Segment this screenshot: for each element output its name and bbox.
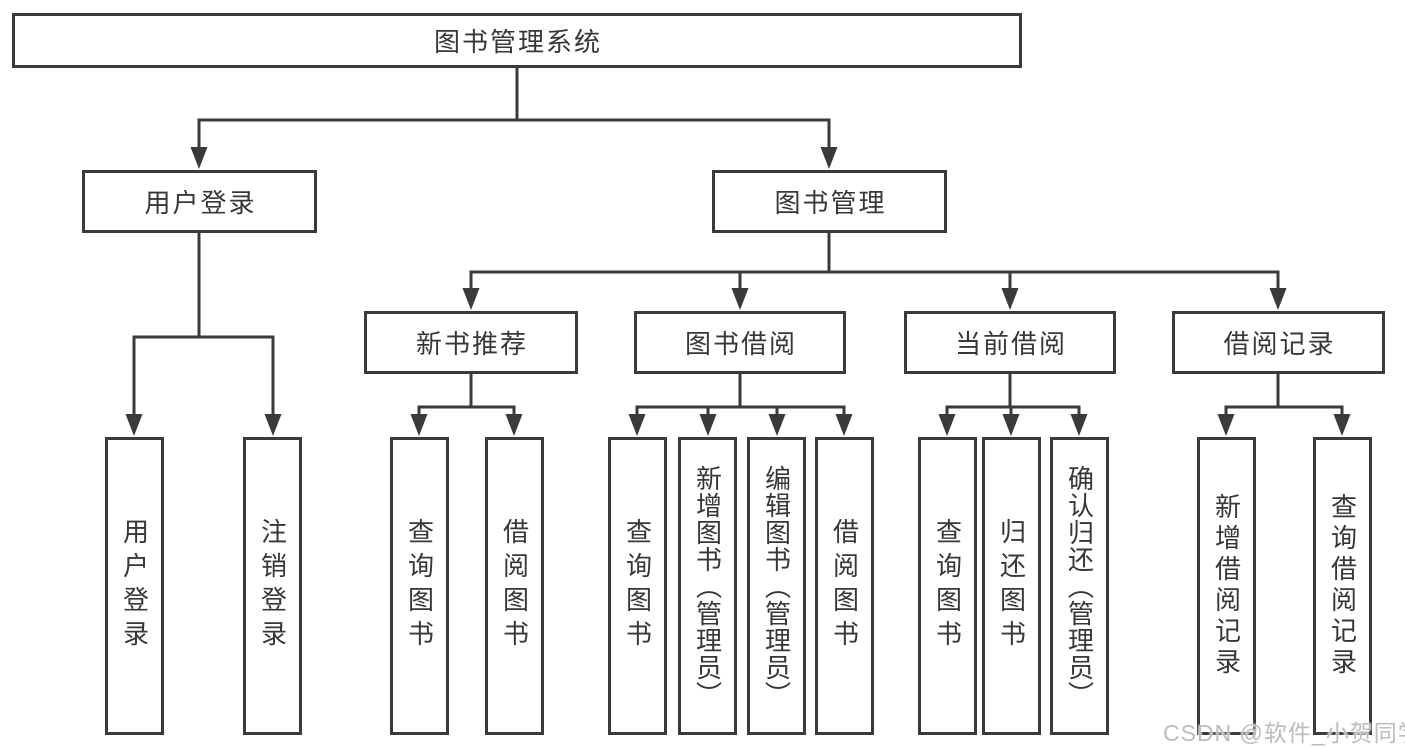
arrowhead-leaf-br-add <box>1217 414 1235 436</box>
arrowhead-leaf-bb-edit <box>768 414 786 436</box>
arrowhead-leaf-bb-borrow <box>835 414 853 436</box>
arrowhead-newbook <box>462 288 480 310</box>
leaf-borrow-add-books-admin-label: 新增图书（管理员） <box>692 464 723 708</box>
leaf-newbook-query-books-label: 查询图书 <box>404 518 435 654</box>
connector-root-split <box>197 68 831 150</box>
leaf-current-query-books-label: 查询图书 <box>932 518 963 654</box>
leaf-borrow-borrow-books-label: 借阅图书 <box>829 518 860 654</box>
arrowhead-leaf-cb-return <box>1002 414 1020 436</box>
node-user-login-label: 用户登录 <box>144 188 257 218</box>
leaf-user-login-label: 用户登录 <box>119 518 150 654</box>
node-user-login: 用户登录 <box>82 170 317 233</box>
leaf-newbook-borrow-books-label: 借阅图书 <box>499 518 530 654</box>
leaf-borrow-edit-books-admin-label: 编辑图书（管理员） <box>761 464 792 708</box>
connector-login-split <box>132 231 275 416</box>
arrowhead-leaf-nb-borrow <box>505 414 523 436</box>
arrowhead-leaf-bb-add <box>699 414 717 436</box>
arrowhead-borrow <box>731 288 749 310</box>
arrowhead-leaf-bb-query <box>628 414 646 436</box>
node-book-management: 图书管理 <box>712 170 947 233</box>
leaf-current-return-books-label: 归还图书 <box>996 518 1027 654</box>
leaf-borrow-query-books: 查询图书 <box>608 437 667 735</box>
arrowhead-book-mgmt <box>820 147 838 169</box>
arrowhead-leaf-login <box>125 414 143 436</box>
leaf-user-login: 用户登录 <box>105 437 164 735</box>
leaf-borrow-add-books-admin: 新增图书（管理员） <box>678 437 737 735</box>
leaf-records-query-record-label: 查询借阅记录 <box>1327 493 1358 679</box>
leaf-records-add-record-label: 新增借阅记录 <box>1211 493 1242 679</box>
leaf-newbook-borrow-books: 借阅图书 <box>485 437 544 735</box>
leaf-current-return-books: 归还图书 <box>982 437 1041 735</box>
arrowhead-leaf-cb-confirm <box>1070 414 1088 436</box>
leaf-borrow-query-books-label: 查询图书 <box>622 518 653 654</box>
arrowhead-records <box>1269 288 1287 310</box>
leaf-borrow-edit-books-admin: 编辑图书（管理员） <box>747 437 806 735</box>
node-current-borrowing-label: 当前借阅 <box>954 329 1067 359</box>
connector-records-split <box>1224 372 1344 416</box>
arrowhead-current <box>1001 288 1019 310</box>
node-book-borrowing-label: 图书借阅 <box>684 329 797 359</box>
arrowhead-leaf-nb-query <box>410 414 428 436</box>
node-new-book-recommend: 新书推荐 <box>364 311 578 374</box>
arrowhead-user-login <box>190 147 208 169</box>
leaf-current-confirm-return-admin: 确认归还（管理员） <box>1050 437 1109 735</box>
leaf-borrow-borrow-books: 借阅图书 <box>815 437 874 735</box>
connector-current-split <box>945 372 1081 416</box>
node-new-book-recommend-label: 新书推荐 <box>415 329 528 359</box>
node-book-management-label: 图书管理 <box>774 188 887 218</box>
arrowhead-leaf-logout <box>264 414 282 436</box>
leaf-logout: 注销登录 <box>243 437 302 735</box>
node-book-borrowing: 图书借阅 <box>634 311 846 374</box>
arrowhead-leaf-br-query <box>1333 414 1351 436</box>
connector-borrow-split <box>635 372 846 416</box>
node-root-label: 图书管理系统 <box>433 27 602 57</box>
leaf-records-add-record: 新增借阅记录 <box>1197 437 1256 735</box>
node-root-system: 图书管理系统 <box>12 13 1022 68</box>
leaf-records-query-record: 查询借阅记录 <box>1313 437 1372 735</box>
leaf-current-confirm-return-admin-label: 确认归还（管理员） <box>1064 464 1095 708</box>
arrowhead-leaf-cb-query <box>938 414 956 436</box>
leaf-logout-label: 注销登录 <box>257 518 288 654</box>
node-borrowing-records-label: 借阅记录 <box>1223 329 1336 359</box>
csdn-watermark: CSDN @软件_小贺同学 <box>1163 720 1405 746</box>
leaf-newbook-query-books: 查询图书 <box>390 437 449 735</box>
node-borrowing-records: 借阅记录 <box>1172 311 1385 374</box>
leaf-current-query-books: 查询图书 <box>918 437 977 735</box>
connector-mgmt-split <box>469 231 1280 291</box>
node-current-borrowing: 当前借阅 <box>904 311 1116 374</box>
connector-newbook-split <box>417 372 516 416</box>
